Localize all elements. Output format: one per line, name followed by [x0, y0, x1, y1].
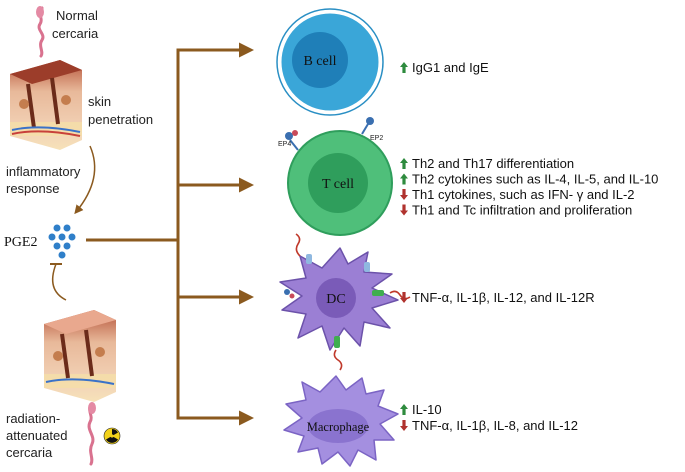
radiation-icon: [103, 427, 121, 445]
inflammation-arrow: [74, 145, 96, 215]
down-arrow-icon: [400, 292, 408, 303]
t-cell-label: T cell: [322, 177, 354, 192]
effect-text: Th1 cytokines, such as IFN- γ and IL-2: [412, 187, 635, 202]
b-cell-label: B cell: [303, 54, 336, 69]
dendritic-cell-icon: [279, 233, 411, 371]
radiation-label-1: radiation-: [6, 411, 60, 426]
up-arrow-icon: [400, 404, 408, 415]
macrophage-label: Macrophage: [307, 420, 370, 434]
pge2-molecule-icon: [48, 224, 76, 259]
skin-tissue-icon: [10, 60, 82, 150]
radiation-label-2: attenuated: [6, 428, 67, 443]
effect-text: Th1 and Tc infiltration and proliferatio…: [412, 203, 632, 218]
effect-text: Th2 cytokines such as IL-4, IL-5, and IL…: [412, 172, 658, 187]
inflammatory-label-1: inflammatory: [6, 164, 81, 179]
dc-label: DC: [326, 292, 345, 307]
t-cell-icon: [287, 130, 393, 236]
down-arrow-icon: [400, 420, 408, 431]
ep2-receptor-icon: [361, 117, 374, 135]
skin-tissue-lower-icon: [44, 310, 116, 402]
effect-text: TNF-α, IL-1β, IL-8, and IL-12: [412, 418, 578, 433]
effect-text: TNF-α, IL-1β, IL-12, and IL-12R: [412, 290, 595, 305]
up-arrow-icon: [400, 173, 408, 185]
down-arrow-icon: [400, 204, 408, 216]
ep4-receptor-icon: [285, 130, 299, 151]
ep2-label: EP2: [370, 135, 383, 142]
effect-text: IL-10: [412, 402, 442, 417]
normal-cercaria-icon: [36, 6, 45, 58]
dc-effects: TNF-α, IL-1β, IL-12, and IL-12R: [400, 290, 595, 305]
up-arrow-icon: [400, 62, 408, 73]
down-arrow-icon: [400, 189, 408, 200]
up-arrow-icon: [400, 158, 408, 169]
ep4-label: EP4: [278, 141, 291, 148]
inflammatory-label-2: response: [6, 181, 59, 196]
radiation-label-3: cercaria: [6, 445, 53, 460]
b-cell-icon: [276, 8, 384, 116]
attenuated-cercaria-icon: [87, 402, 96, 466]
normal-cercaria-label-1: Normal: [56, 8, 98, 23]
skin-penetration-label-1: skin: [88, 94, 111, 109]
effect-text: Th2 and Th17 differentiation: [412, 156, 574, 171]
effect-text: IgG1 and IgE: [412, 60, 489, 75]
skin-penetration-label-2: penetration: [88, 112, 153, 127]
b-cell-effects: IgG1 and IgE: [400, 60, 489, 75]
inhibition-arrow: [51, 263, 67, 301]
normal-cercaria-label-2: cercaria: [52, 26, 99, 41]
macrophage-icon: [283, 375, 399, 467]
pge2-label: PGE2: [4, 235, 37, 250]
